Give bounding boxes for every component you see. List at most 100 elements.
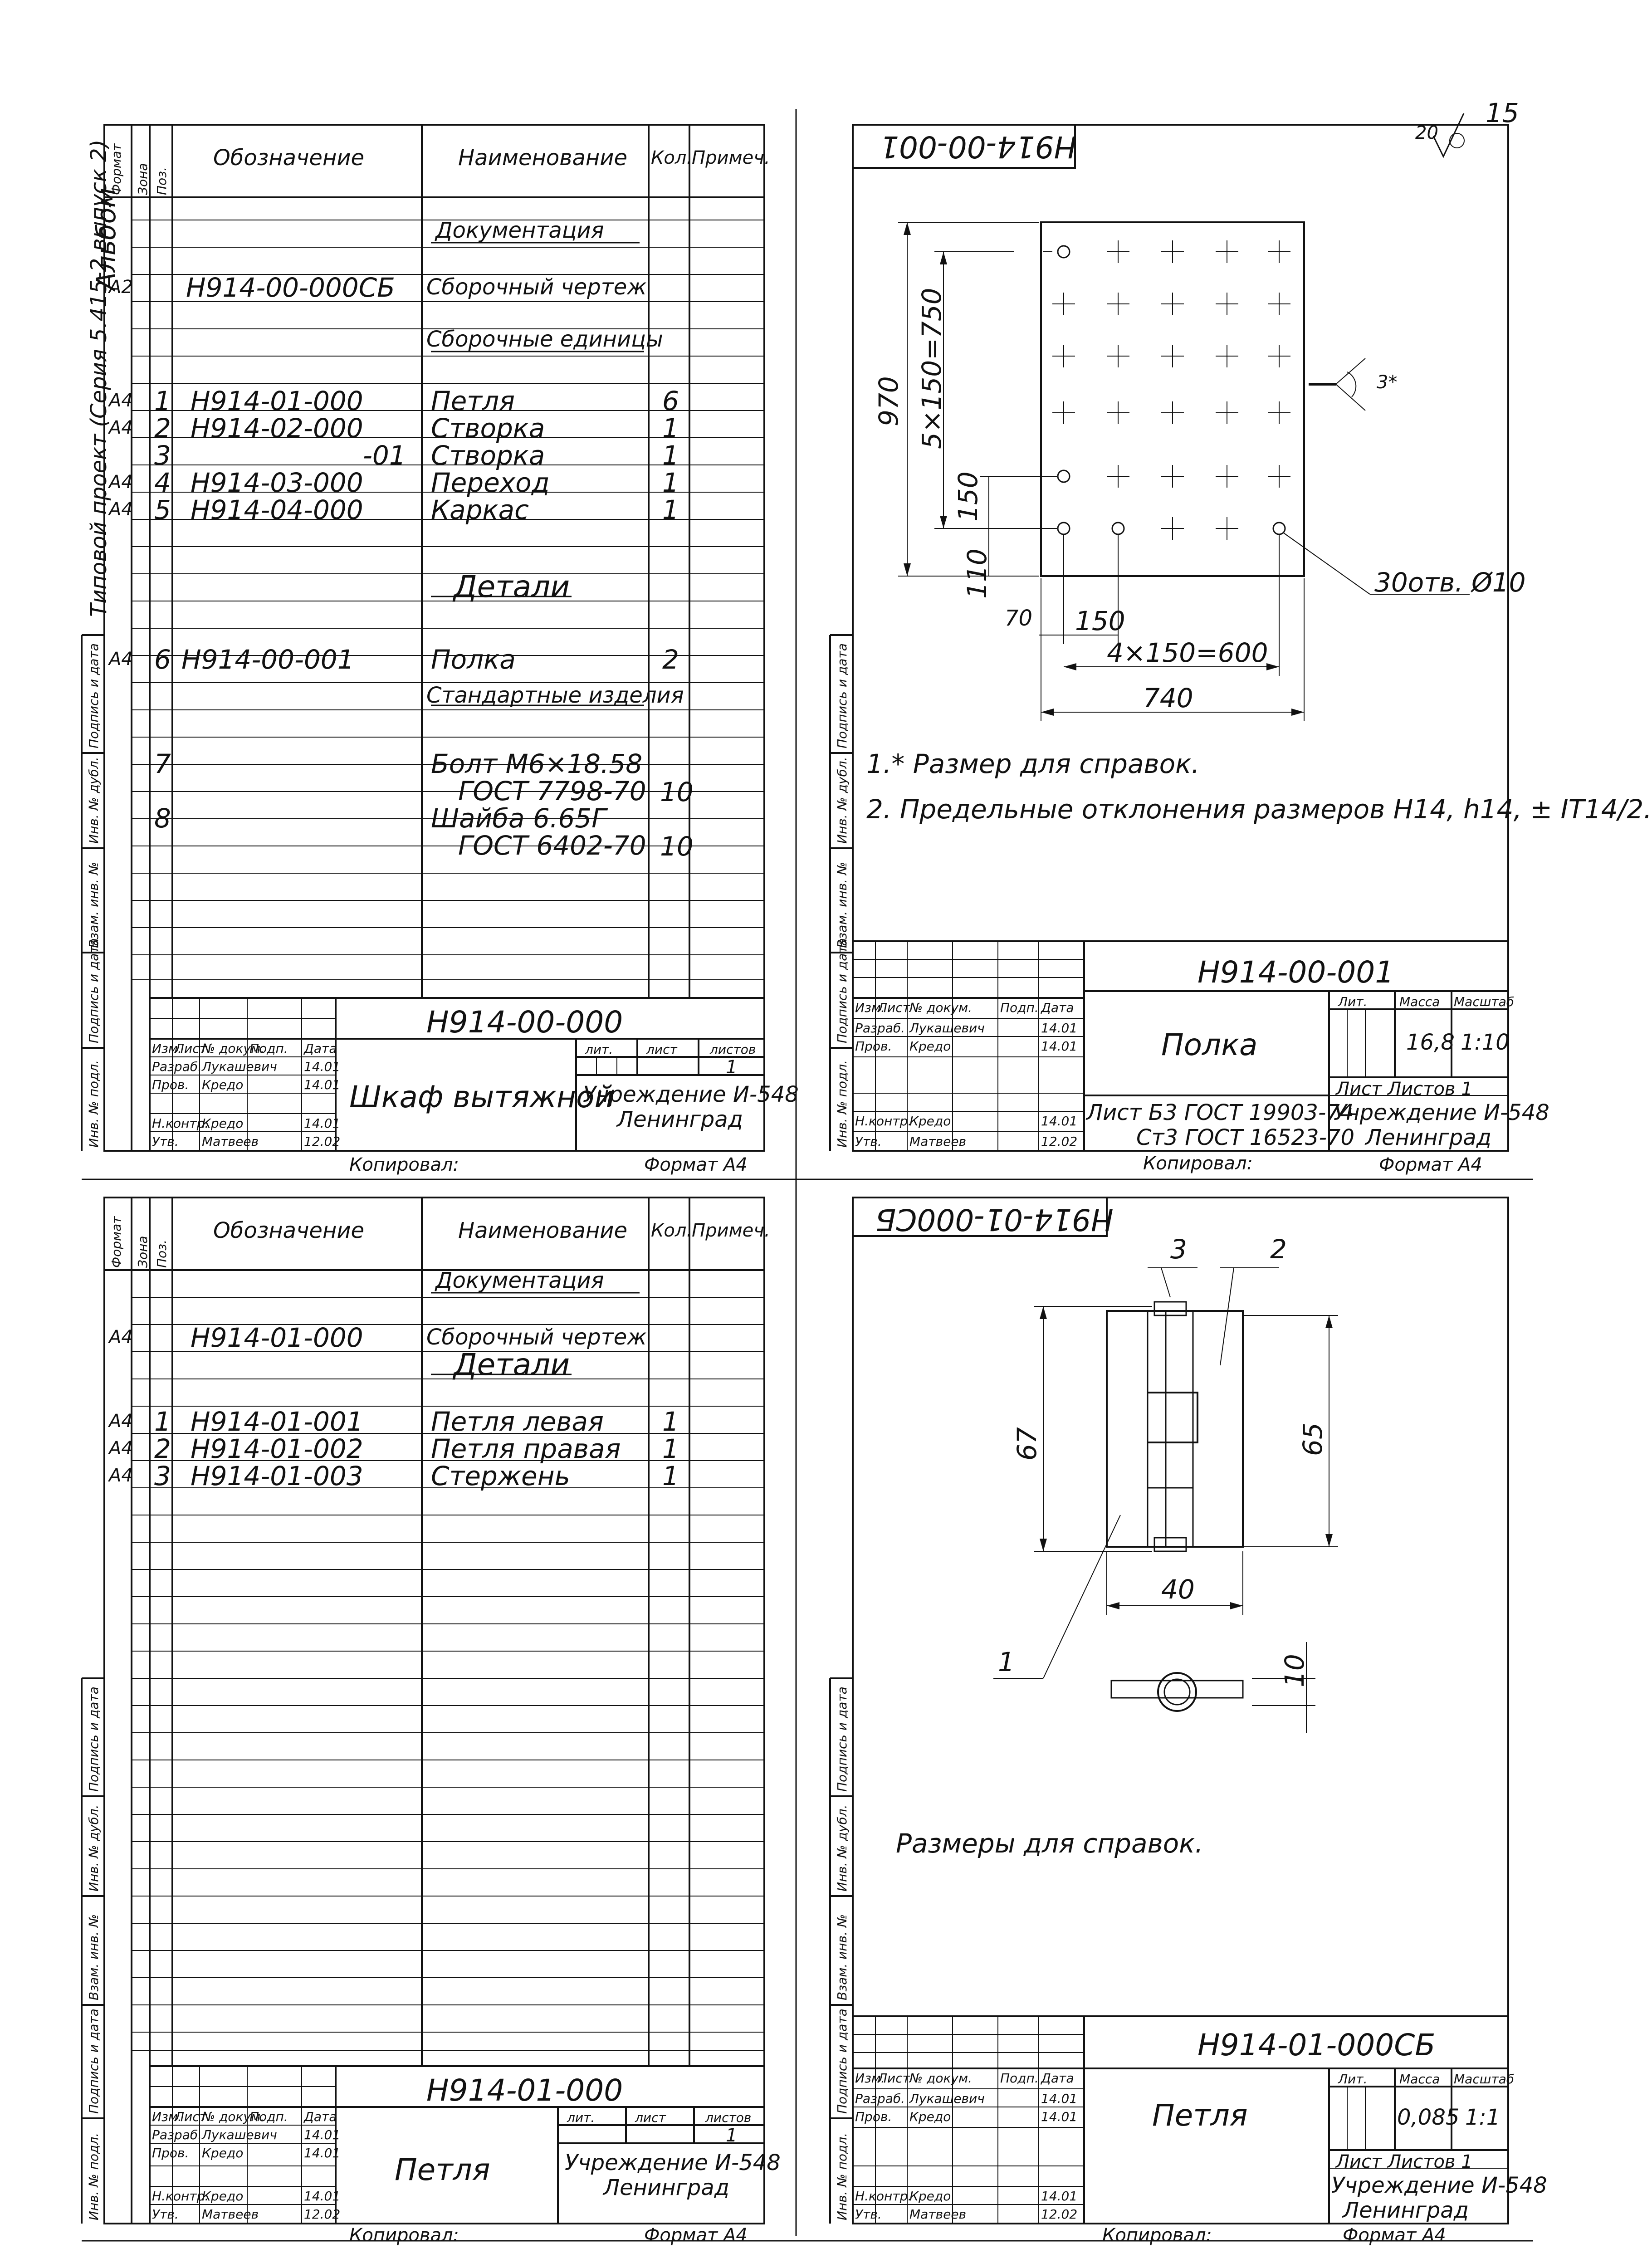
s1-tb-role-sign: Подп. xyxy=(249,1041,288,1056)
s3-col-pos: Поз. xyxy=(154,1240,169,1268)
s3-tb-role-list: Лист xyxy=(175,2109,207,2124)
stamp-dubl-3: Инв. № дубл. xyxy=(86,1804,101,1892)
s1-row10-pos: 6 xyxy=(154,644,171,675)
s4-tb-city: Ленинград xyxy=(1343,2198,1469,2223)
s3-format: Формат А4 xyxy=(644,2225,748,2246)
stamp-vzam-2: Взам. инв. № xyxy=(835,861,850,948)
s4-tb-hdr-mass: Масса xyxy=(1399,2072,1440,2087)
s4-sig-role-3: Н.контр. xyxy=(855,2189,912,2204)
s1-row4-pos: 1 xyxy=(154,386,171,416)
s3-row4-fmt: А4 xyxy=(109,1411,133,1432)
s1-row13-qty: 10 xyxy=(660,777,694,807)
s1-row4-qty: 6 xyxy=(662,386,679,416)
s1-row13-name: ГОСТ 7798-70 xyxy=(458,776,646,807)
s2-tb-role-list: Лист xyxy=(878,1000,910,1015)
s3-tb-city: Ленинград xyxy=(603,2175,729,2200)
s4-tb-designation: Н914-01-000СБ xyxy=(1197,2028,1436,2063)
s1-sig-name-3: Кредо xyxy=(202,1116,244,1131)
s2-tb-scale: 1:10 xyxy=(1461,1030,1510,1055)
s2-tb-material-2: Ст3 ГОСТ 16523-70 xyxy=(1136,1125,1354,1150)
s4-sig-date-3: 14.01 xyxy=(1041,2189,1078,2204)
s1-row10-qty: 2 xyxy=(662,644,679,675)
s2-tb-role-date: Дата xyxy=(1041,1000,1074,1015)
s4-tb-role-date: Дата xyxy=(1041,2071,1074,2086)
stamp-vzam-3: Взам. инв. № xyxy=(86,1914,101,2000)
s2-tb-mass: 16,8 xyxy=(1406,1030,1455,1055)
s3-tb-sheet: лист xyxy=(635,2110,666,2125)
sheet2-frame xyxy=(829,124,1509,1152)
s2-tb-hdr-mass: Масса xyxy=(1399,994,1440,1009)
s1-row15-name: ГОСТ 6402-70 xyxy=(458,830,646,861)
s2-sig-role-3: Н.контр. xyxy=(855,1114,912,1129)
s2-tb-hdr-lit: Лит. xyxy=(1338,994,1368,1009)
stamp-inv-podl-2: Инв. № подл. xyxy=(835,1060,850,1148)
s1-row14-name: Шайба 6.65Г xyxy=(431,803,606,834)
s3-row2-name: Сборочный чертеж xyxy=(426,1325,647,1350)
s1-row5-pos: 2 xyxy=(154,413,171,444)
stamp-podpis-5: Подпись и дата xyxy=(86,2009,101,2114)
s4-title-mirrored: Н914-01-000СБ xyxy=(875,1202,1114,1237)
s4-tb-scale: 1:1 xyxy=(1465,2105,1500,2130)
s1-row7-des: Н914-03-000 xyxy=(191,467,363,498)
sheet2-title-block xyxy=(853,940,1508,1151)
s1-row12-pos: 7 xyxy=(154,748,171,779)
s1-sig-name-4: Матвеев xyxy=(202,1134,259,1149)
s1-tb-name: Шкаф вытяжной xyxy=(349,1080,614,1114)
col-note: Примеч. xyxy=(692,147,770,168)
s3-tb-sheets: листов xyxy=(705,2110,752,2125)
s2-tb-org: Учреждение И-548 xyxy=(1334,1100,1549,1125)
s1-row10-fmt: А4 xyxy=(109,649,133,670)
s2-dim-150h: 150 xyxy=(1075,606,1125,636)
s1-row8-des: Н914-04-000 xyxy=(191,494,363,525)
s2-title-mirrored: Н914-00-001 xyxy=(880,129,1077,164)
s4-sig-name-4: Матвеев xyxy=(909,2207,967,2222)
s3-row6-des: Н914-01-003 xyxy=(191,1461,363,1491)
s3-copied: Копировал: xyxy=(349,2225,459,2246)
s2-tb-role-doc: № докум. xyxy=(909,1000,973,1015)
s1-row8-fmt: А4 xyxy=(109,499,133,520)
s1-tb-designation: Н914-00-000 xyxy=(426,1005,623,1040)
s4-sig-role-2: Пров. xyxy=(855,2109,892,2124)
s3-tb-role-doc: № докум. xyxy=(202,2109,265,2124)
s4-sig-name-1: Лукашевич xyxy=(909,2091,985,2106)
s4-sig-date-2: 14.01 xyxy=(1041,2109,1078,2124)
s4-dim-65: 65 xyxy=(1297,1422,1328,1456)
s4-leader-2: 2 xyxy=(1270,1234,1287,1265)
s1-row6-name: Створка xyxy=(431,440,545,471)
s2-sig-role-4: Утв. xyxy=(855,1134,882,1149)
s1-sig-role-1: Разраб. xyxy=(152,1059,202,1074)
s1-sig-name-2: Кредо xyxy=(202,1077,244,1092)
s4-tb-mass: 0,085 xyxy=(1397,2105,1460,2130)
col-qty: Кол. xyxy=(651,147,693,168)
s2-tb-material-1: Лист Б3 ГОСТ 19903-74 xyxy=(1086,1100,1354,1125)
s1-row4-name: Петля xyxy=(431,386,515,416)
s3-tb-role-date: Дата xyxy=(304,2109,337,2124)
s1-sig-role-2: Пров. xyxy=(152,1077,189,1092)
s2-sig-name-3: Кредо xyxy=(909,1114,951,1129)
s2-dim-970: 970 xyxy=(873,376,904,426)
s4-tb-name: Петля xyxy=(1152,2098,1248,2133)
sheet4-title-block xyxy=(853,2015,1508,2224)
s1-row8-pos: 5 xyxy=(154,494,171,525)
stamp-vzam-4: Взам. инв. № xyxy=(835,1914,850,2000)
s1-tb-sheets: листов xyxy=(710,1042,756,1057)
s2-note-2: 2. Предельные отклонения размеров Н14, h… xyxy=(866,794,1652,825)
stamp-podpis-1: Подпись и дата xyxy=(86,938,101,1043)
s2-holes: 30отв. Ø10 xyxy=(1374,567,1526,598)
s1-row10-des: Н914-00-001 xyxy=(181,644,354,675)
s1-sig-date-1: 14.01 xyxy=(304,1059,341,1074)
col-pos: Поз. xyxy=(154,167,169,195)
s2-tb-role-izm: Изм. xyxy=(855,1000,885,1015)
s3-tb-lit: лит. xyxy=(567,2110,595,2125)
s2-sig-date-3: 14.01 xyxy=(1041,1114,1078,1129)
s3-sig-name-2: Кредо xyxy=(202,2146,244,2160)
s3-sig-role-2: Пров. xyxy=(152,2146,189,2160)
series-label: Типовой проект (Серия 5.415-2 выпуск 2) xyxy=(86,139,112,617)
s4-tb-hdr-lit: Лит. xyxy=(1338,2072,1368,2087)
s4-leader-1: 1 xyxy=(998,1647,1015,1677)
s1-row2-name: Сборочный чертеж xyxy=(426,274,647,300)
s1-tb-sheet-count: 1 xyxy=(726,1057,738,1078)
stamp-inv-podl-4: Инв. № подл. xyxy=(835,2132,850,2220)
s3-sig-name-3: Кредо xyxy=(202,2189,244,2204)
s1-row15-qty: 10 xyxy=(660,831,694,862)
